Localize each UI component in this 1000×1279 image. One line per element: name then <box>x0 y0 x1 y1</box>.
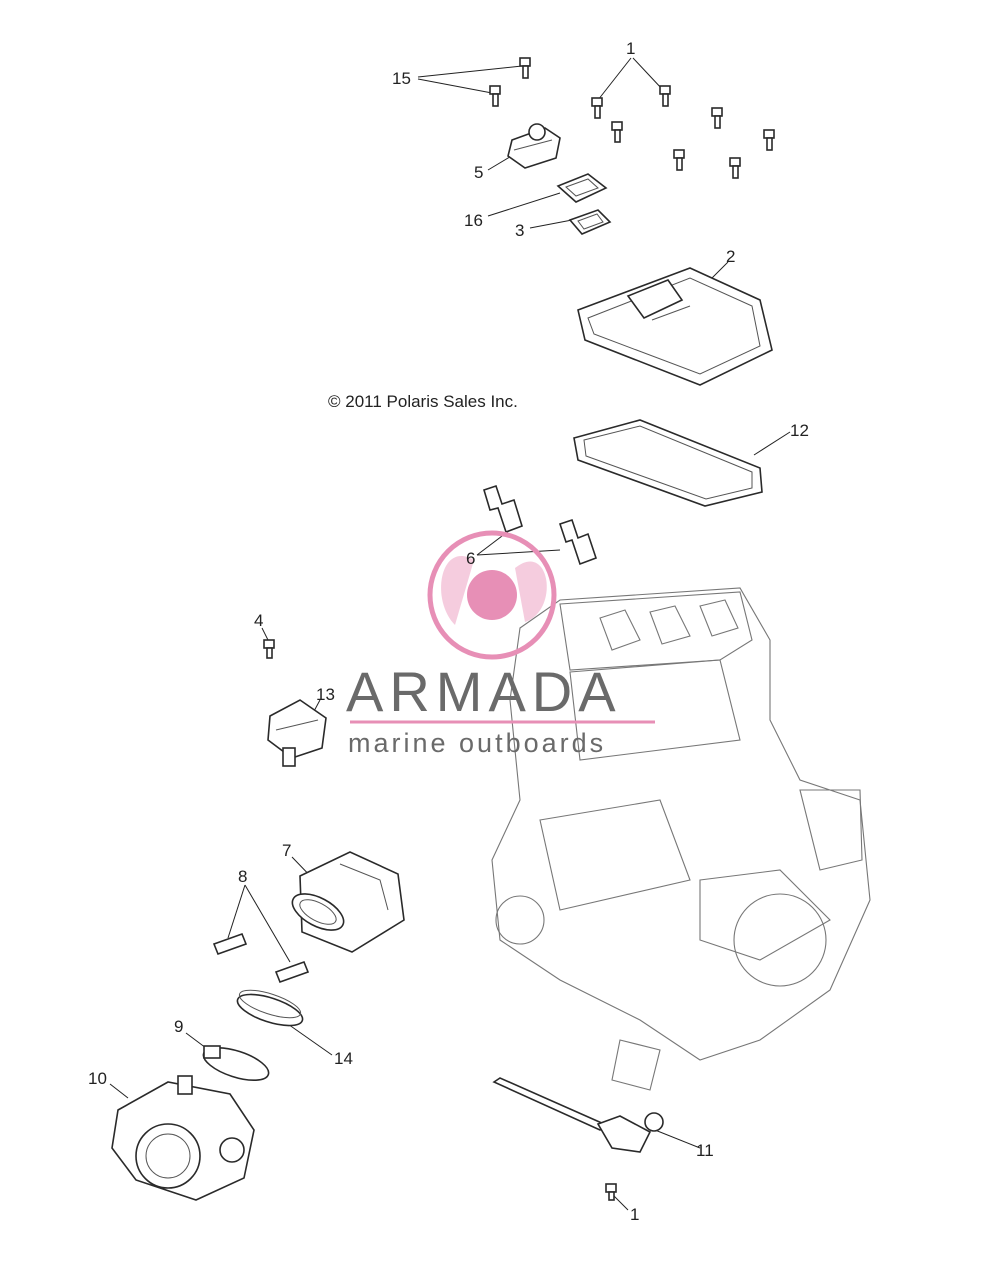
bolt <box>729 157 741 179</box>
cover-gasket-12 <box>573 419 763 507</box>
reed-3 <box>568 209 612 235</box>
watermark-subtitle: marine outboards <box>348 728 607 758</box>
bolt <box>591 97 603 119</box>
bolt <box>673 149 685 171</box>
engine-block <box>491 587 871 1091</box>
bolt <box>519 57 531 79</box>
bolt <box>611 121 623 143</box>
watermark-brand: ARMADA <box>346 660 622 723</box>
leader-lines <box>109 57 791 1211</box>
callout-9: 9 <box>174 1017 184 1036</box>
callout-13: 13 <box>316 685 335 704</box>
valve-cover-2 <box>577 267 773 386</box>
callout-11: 11 <box>696 1141 714 1160</box>
copyright-notice: © 2011 Polaris Sales Inc. <box>328 392 518 411</box>
callout-14: 14 <box>334 1049 353 1068</box>
callout-1-top: 1 <box>626 39 636 58</box>
sensor-13 <box>267 699 327 767</box>
sensor-11 <box>492 1077 664 1153</box>
bolt <box>659 85 671 107</box>
intake-manifold-7 <box>291 851 405 953</box>
spark-plugs-6 <box>483 484 598 566</box>
callout-2: 2 <box>726 247 736 266</box>
bolt <box>763 129 775 151</box>
bolt <box>711 107 723 129</box>
bolt <box>489 85 501 107</box>
callout-5: 5 <box>474 163 484 182</box>
sleeve-14 <box>236 989 304 1027</box>
bolt <box>605 1183 617 1201</box>
bolt-set <box>263 57 775 1201</box>
callout-4: 4 <box>254 611 264 630</box>
callout-7: 7 <box>282 841 292 860</box>
callout-3: 3 <box>515 221 525 240</box>
callout-8: 8 <box>238 867 248 886</box>
callout-6: 6 <box>466 549 476 568</box>
callout-16: 16 <box>464 211 483 230</box>
callout-1-bottom: 1 <box>630 1205 640 1224</box>
armada-logo-mark <box>350 530 655 724</box>
callout-15: 15 <box>392 69 411 88</box>
sensor-5 <box>507 123 561 169</box>
callout-12: 12 <box>790 421 809 440</box>
screws-8 <box>212 932 310 984</box>
gasket-16 <box>556 173 608 203</box>
bolt <box>263 639 275 659</box>
throttle-body-10 <box>111 1075 255 1201</box>
callout-10: 10 <box>88 1069 107 1088</box>
clamp-9 <box>202 1045 270 1082</box>
